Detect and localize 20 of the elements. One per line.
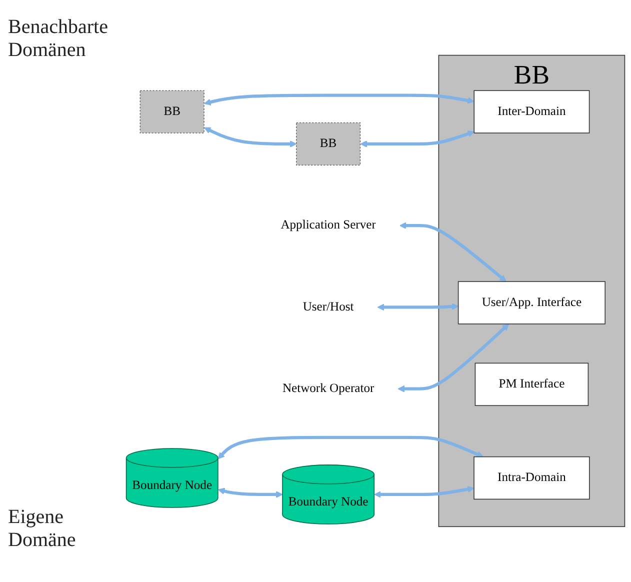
arrow	[360, 130, 474, 148]
domain-label: Eigene Domäne	[8, 506, 77, 552]
arrow	[204, 127, 297, 148]
arrow	[398, 324, 510, 392]
node-text: User/Host	[302, 300, 354, 314]
arrow	[399, 222, 506, 282]
arrow	[204, 94, 474, 106]
node-box: User/App. Interface	[458, 281, 606, 324]
node-box: Intra-Domain	[474, 456, 590, 500]
arrow	[218, 488, 283, 498]
node-text: Network Operator	[282, 382, 374, 396]
node-box: BB	[140, 90, 204, 134]
arrow	[218, 436, 484, 460]
node-text: Application Server	[280, 218, 376, 232]
node-box: Inter-Domain	[474, 90, 590, 134]
node-box: PM Interface	[474, 362, 589, 406]
node-box: BB	[296, 122, 361, 166]
domain-label: Benachbarte Domänen	[8, 16, 109, 62]
arrow	[374, 486, 474, 498]
arrow	[377, 303, 459, 311]
